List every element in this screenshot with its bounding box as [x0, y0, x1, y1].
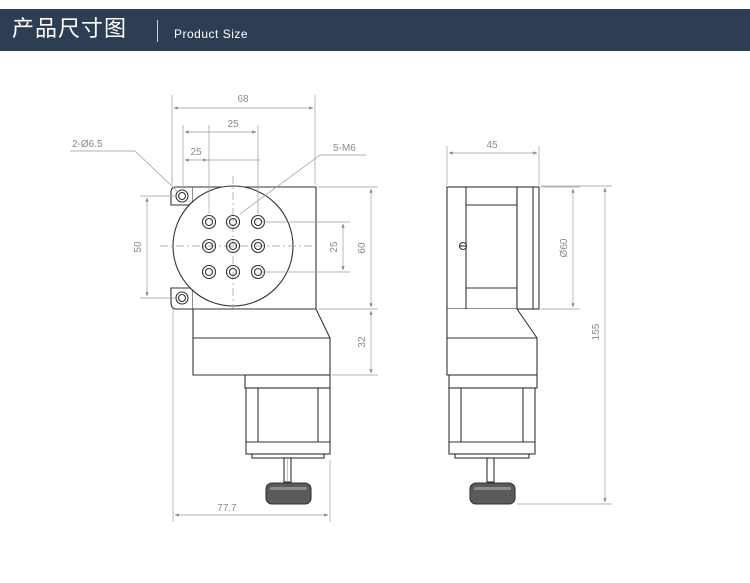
side-motor-endcap: [454, 453, 530, 459]
dim-hole-spacing-25: 25: [227, 119, 239, 130]
dim-offset-32: 32: [357, 336, 368, 348]
side-motor-flange: [448, 374, 538, 389]
side-rotary-table: [516, 186, 540, 310]
dim-tapped-holes: 5-M6: [333, 143, 356, 154]
dim-width-45: 45: [486, 140, 498, 151]
dim-diameter-60: Ø60: [559, 238, 570, 257]
front-motor-body: [245, 387, 331, 455]
side-knob: [469, 482, 516, 505]
front-dimension-labels: 68 25 25 2-Ø6.5 5-M6 50 25 60 32 77.7: [72, 94, 368, 514]
front-motor-flange: [244, 374, 331, 389]
section-header: 产品尺寸图 Product Size: [0, 9, 750, 51]
side-upper-housing: [446, 186, 518, 310]
dim-pitch-25: 25: [329, 241, 340, 253]
side-motor-body: [448, 387, 536, 455]
side-shaft: [486, 457, 495, 483]
dim-height-60: 60: [357, 242, 368, 254]
dim-height-155: 155: [591, 323, 602, 340]
section-title-en: Product Size: [174, 27, 249, 41]
side-gearbox: [446, 308, 538, 376]
title-divider: [157, 20, 158, 42]
dim-mount-holes: 2-Ø6.5: [72, 139, 103, 150]
side-dimension-labels: 45 Ø60 155: [486, 140, 602, 340]
dim-offset-25: 25: [190, 147, 202, 158]
dim-width-77-7: 77.7: [217, 503, 237, 514]
front-dimensions: [70, 95, 378, 522]
dim-height-50: 50: [133, 241, 144, 253]
front-view: [160, 176, 331, 505]
dim-width-68: 68: [237, 94, 249, 105]
side-view: [446, 186, 540, 505]
front-knob: [265, 482, 312, 505]
section-title-cn: 产品尺寸图: [12, 17, 128, 42]
side-dimensions: [446, 146, 612, 505]
front-mount-ear-bottom: [170, 287, 192, 310]
front-gearbox: [192, 308, 331, 376]
front-motor-endcap: [251, 453, 325, 459]
